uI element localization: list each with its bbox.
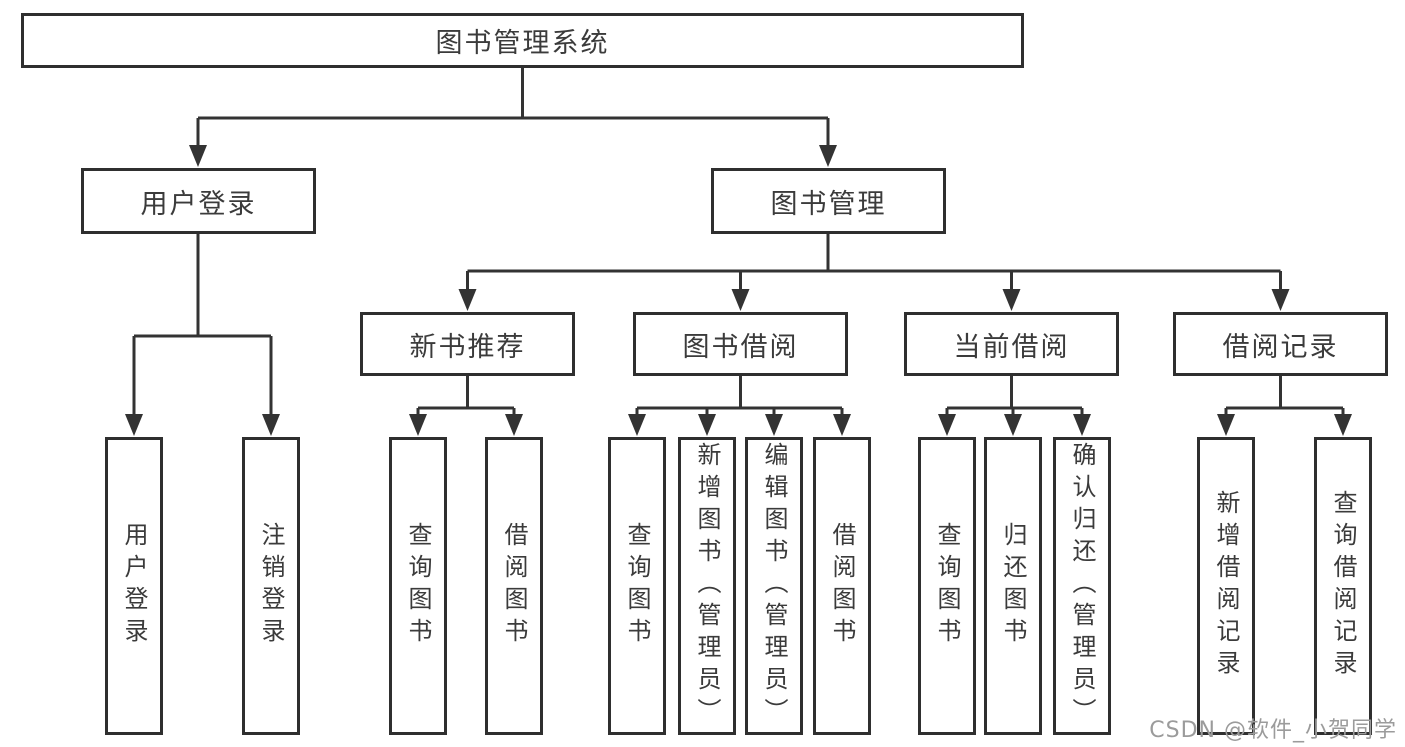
- node-book-management-branch: 图书管理: [711, 168, 946, 234]
- node-leaf-user-login: 用户登录: [105, 437, 163, 735]
- node-book-borrowing: 图书借阅: [633, 312, 848, 376]
- arrowheads: [125, 145, 1352, 436]
- csdn-watermark: CSDN @软件_小贺同学: [1149, 718, 1397, 743]
- node-current-borrowing: 当前借阅: [904, 312, 1119, 376]
- node-new-book-recommendation: 新书推荐: [360, 312, 575, 376]
- node-leaf-query-borrow-record: 查询借阅记录: [1314, 437, 1372, 735]
- node-leaf-edit-books-admin: 编辑图书（管理员）: [745, 437, 803, 735]
- node-leaf-logout: 注销登录: [242, 437, 300, 735]
- node-leaf-query-books-recommend: 查询图书: [389, 437, 447, 735]
- node-leaf-query-books-borrowing: 查询图书: [608, 437, 666, 735]
- node-leaf-borrow-books-recommend: 借阅图书: [485, 437, 543, 735]
- node-leaf-query-books-current: 查询图书: [918, 437, 976, 735]
- node-leaf-add-books-admin: 新增图书（管理员）: [678, 437, 736, 735]
- node-leaf-borrow-books: 借阅图书: [813, 437, 871, 735]
- node-leaf-add-borrow-record: 新增借阅记录: [1197, 437, 1255, 735]
- node-leaf-return-books: 归还图书: [984, 437, 1042, 735]
- node-root: 图书管理系统: [21, 13, 1024, 68]
- node-borrowing-records: 借阅记录: [1173, 312, 1388, 376]
- node-leaf-confirm-return-admin: 确认归还（管理员）: [1053, 437, 1111, 735]
- node-user-login-branch: 用户登录: [81, 168, 316, 234]
- connector-stems: [132, 68, 1345, 419]
